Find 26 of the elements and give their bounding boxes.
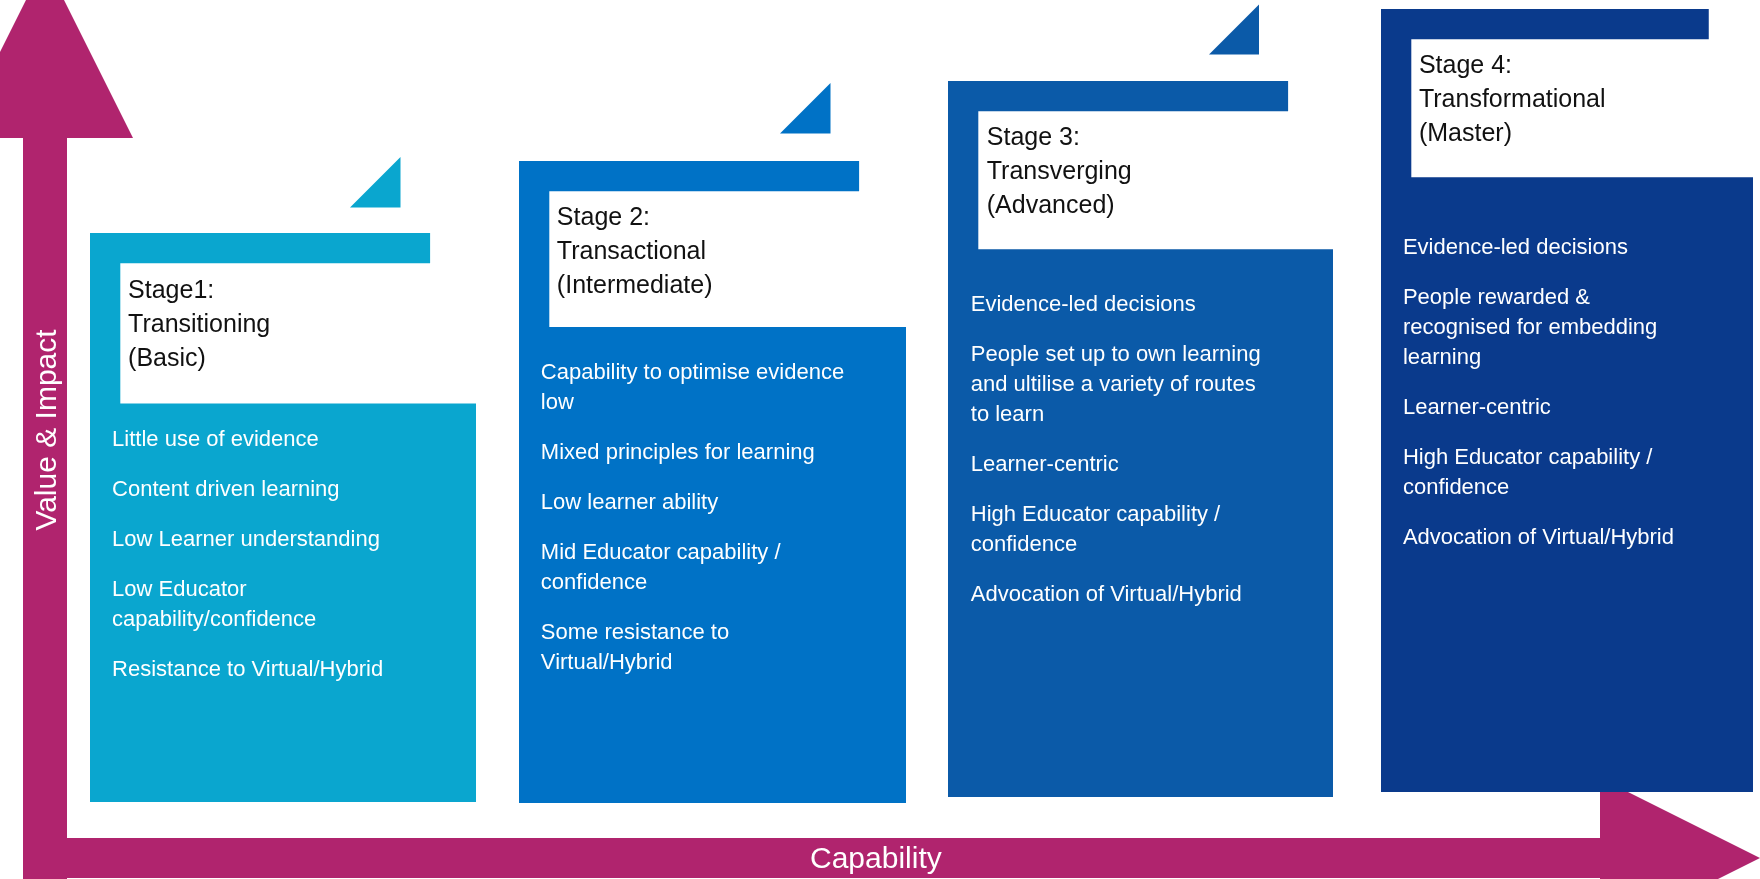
axis-label: Value & Impact	[28, 329, 63, 531]
stage-item-text: Mixed principles for learning	[540, 437, 816, 466]
stage-item-text: Capability to optimise evidence low	[540, 357, 846, 416]
stage-item-text: Evidence-led decisions	[1402, 233, 1629, 262]
stage-item-text: Low Learner understanding	[112, 525, 381, 554]
stage-item-text: Evidence-led decisions	[970, 290, 1197, 319]
stage-item-text: People set up to own learning and ultilise a variety of routes to learn	[970, 340, 1262, 429]
stage-item-text: Learner-centric	[970, 450, 1120, 479]
stage-item-text: Little use of evidence	[112, 425, 320, 454]
stage-item-text: Learner-centric	[1402, 393, 1552, 422]
stage-item-text: Some resistance to Virtual/Hybrid	[540, 617, 731, 676]
stage-item-text: Content driven learning	[112, 475, 341, 504]
stage-item-text: Low Educator capability/confidence	[112, 575, 318, 634]
stage-heading: Stage1: Transitioning (Basic)	[128, 273, 272, 373]
axis-label: Capability	[810, 841, 942, 875]
stage-heading: Stage 4: Transformational (Master)	[1418, 49, 1607, 149]
stage-item-text: Resistance to Virtual/Hybrid	[112, 655, 385, 684]
stage-heading: Stage 2: Transactional (Intermediate)	[556, 200, 714, 300]
stage-item-text: High Educator capability / confidence	[1402, 443, 1654, 502]
stage-item-text: High Educator capability / confidence	[970, 500, 1222, 559]
stage-heading: Stage 3: Transverging (Advanced)	[986, 121, 1133, 221]
stage-item-text: Mid Educator capability / confidence	[540, 537, 782, 596]
stage-item-text: Low learner ability	[540, 487, 720, 516]
stage-item-text: People rewarded & recognised for embedding learning	[1402, 283, 1659, 372]
stage-item-text: Advocation of Virtual/Hybrid	[1402, 523, 1675, 552]
stage-item-text: Advocation of Virtual/Hybrid	[970, 580, 1243, 609]
